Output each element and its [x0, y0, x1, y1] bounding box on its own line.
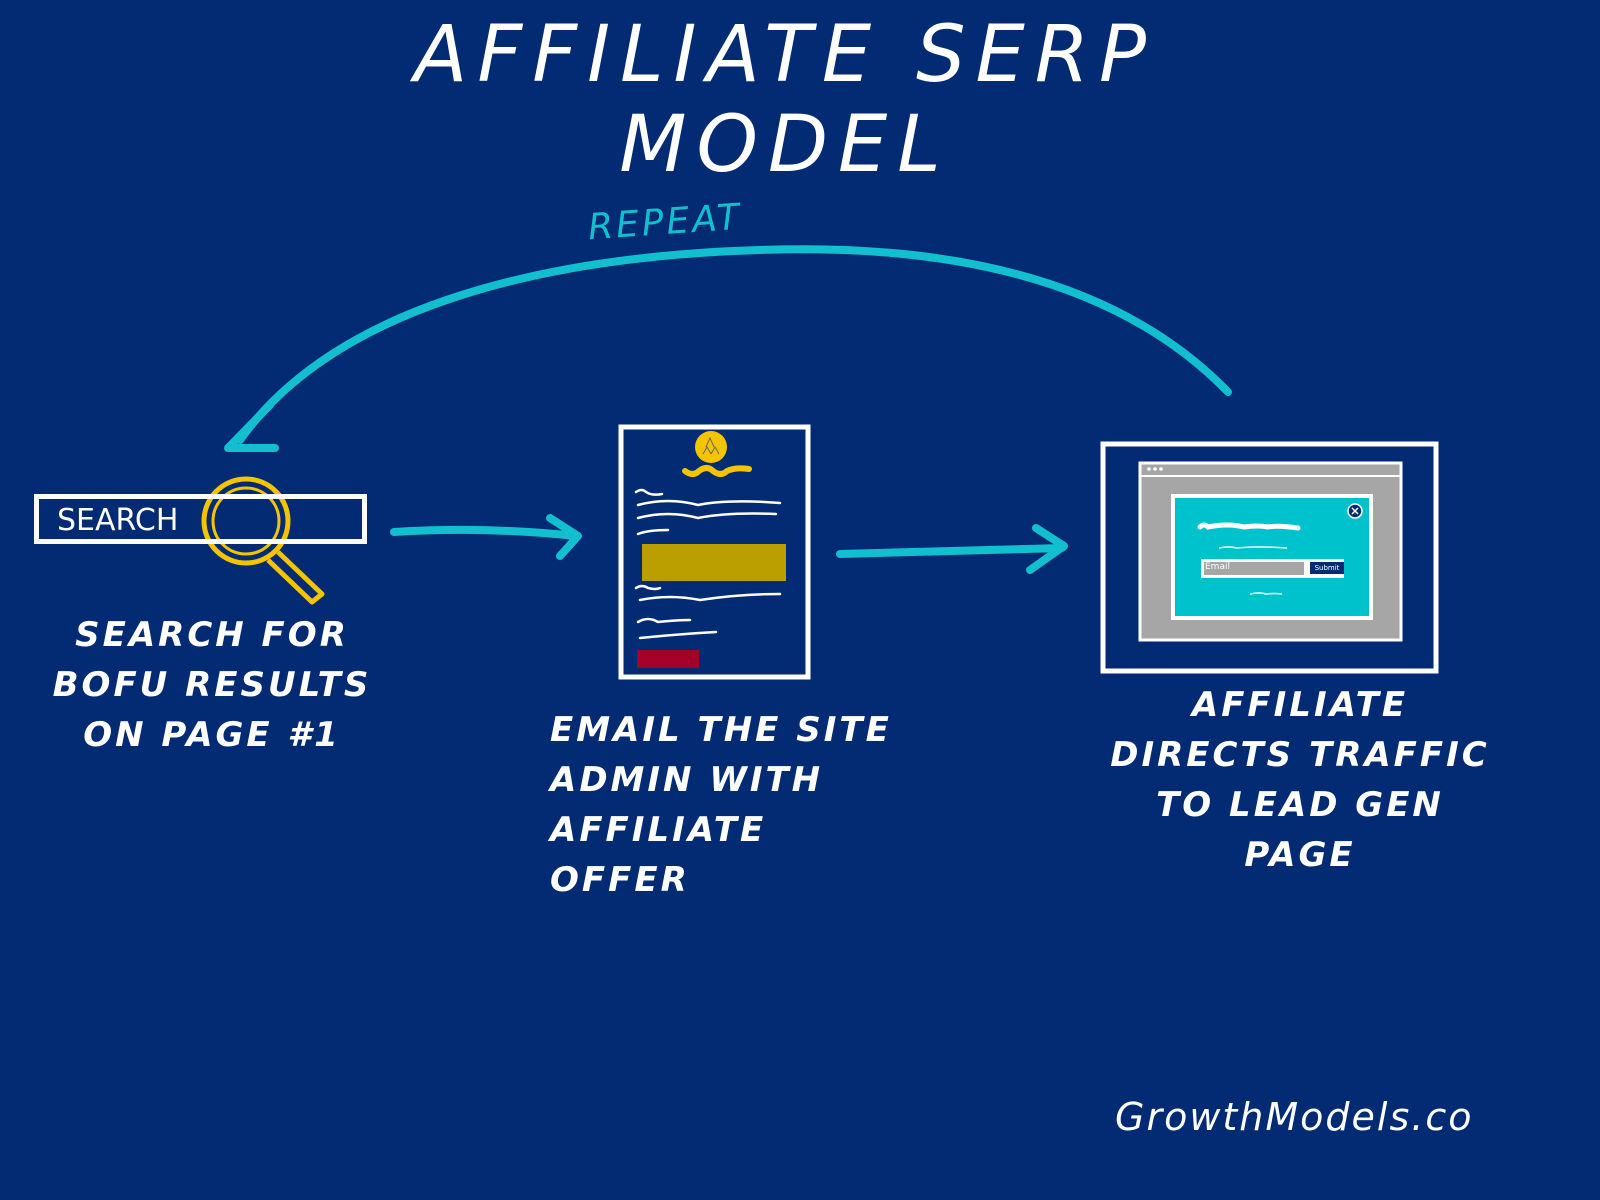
page-title: Affiliate Serp Model [414, 10, 1156, 190]
submit-button-text: Submit [1310, 562, 1344, 574]
arrow-step1-to-step2 [390, 525, 579, 540]
search-input: SEARCH [34, 494, 367, 544]
brand-label: GrowthModels.co [1115, 1095, 1474, 1139]
step-1-label: Search for BoFu results on page #1 [52, 615, 372, 755]
repeat-arrow [236, 245, 1232, 444]
arrow-step2-to-step3 [836, 544, 1066, 558]
step-2-label: Email the site admin with affiliate offe… [550, 710, 892, 900]
step-3-label: Affiliate directs traffic to lead gen pa… [1110, 685, 1490, 875]
document-icon [618, 424, 811, 680]
magnifier-icon [201, 476, 325, 605]
repeat-arrowhead [224, 401, 279, 452]
browser-popup-icon [1100, 441, 1439, 674]
email-field-text: Email [1205, 562, 1230, 572]
search-input-text: SEARCH [57, 503, 179, 538]
